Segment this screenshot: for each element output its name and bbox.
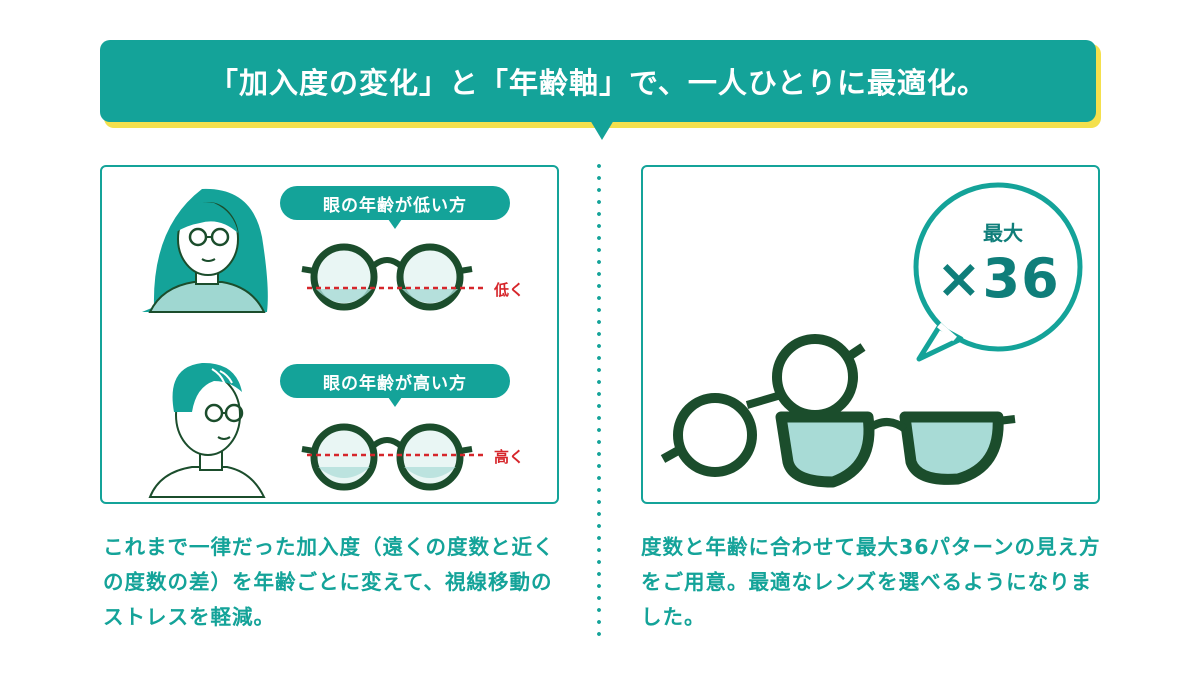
right-illustration-panel: 最大 ×36	[641, 165, 1100, 504]
low-tag: 低く	[494, 281, 525, 299]
right-description: 度数と年齢に合わせて最大36パターンの見え方をご用意。最適なレンズを選べるように…	[641, 535, 1101, 629]
high-tag: 高く	[494, 448, 525, 466]
high-age-label: 眼の年齢が高い方	[280, 364, 510, 407]
bubble-max-label: 最大	[983, 221, 1023, 245]
header-title: 「加入度の変化」と「年齢軸」で、一人ひとりに最適化。	[209, 66, 987, 100]
round-glasses-low-icon	[301, 243, 487, 311]
round-glasses-high-icon	[301, 423, 487, 491]
glasses-group-illustration	[660, 334, 1016, 488]
elderly-man-illustration	[148, 362, 266, 498]
bubble-pattern-count: ×36	[936, 247, 1060, 310]
low-age-label: 眼の年齢が低い方	[280, 186, 510, 229]
left-illustration-panel: 眼の年齢が低い方 低く 眼の年齢が高い方 高く	[100, 165, 559, 504]
left-panel-illustration	[142, 188, 487, 498]
dotted-divider	[597, 160, 601, 640]
banner-pointer	[590, 120, 614, 140]
left-description: これまで一律だった加入度（遠くの度数と近くの度数の差）を年齢ごとに変えて、視線移…	[103, 535, 555, 629]
header-banner: 「加入度の変化」と「年齢軸」で、一人ひとりに最適化。	[100, 40, 1096, 122]
speech-bubble-icon	[913, 182, 1083, 362]
woman-illustration	[142, 188, 268, 313]
right-panel-illustration	[660, 182, 1083, 488]
